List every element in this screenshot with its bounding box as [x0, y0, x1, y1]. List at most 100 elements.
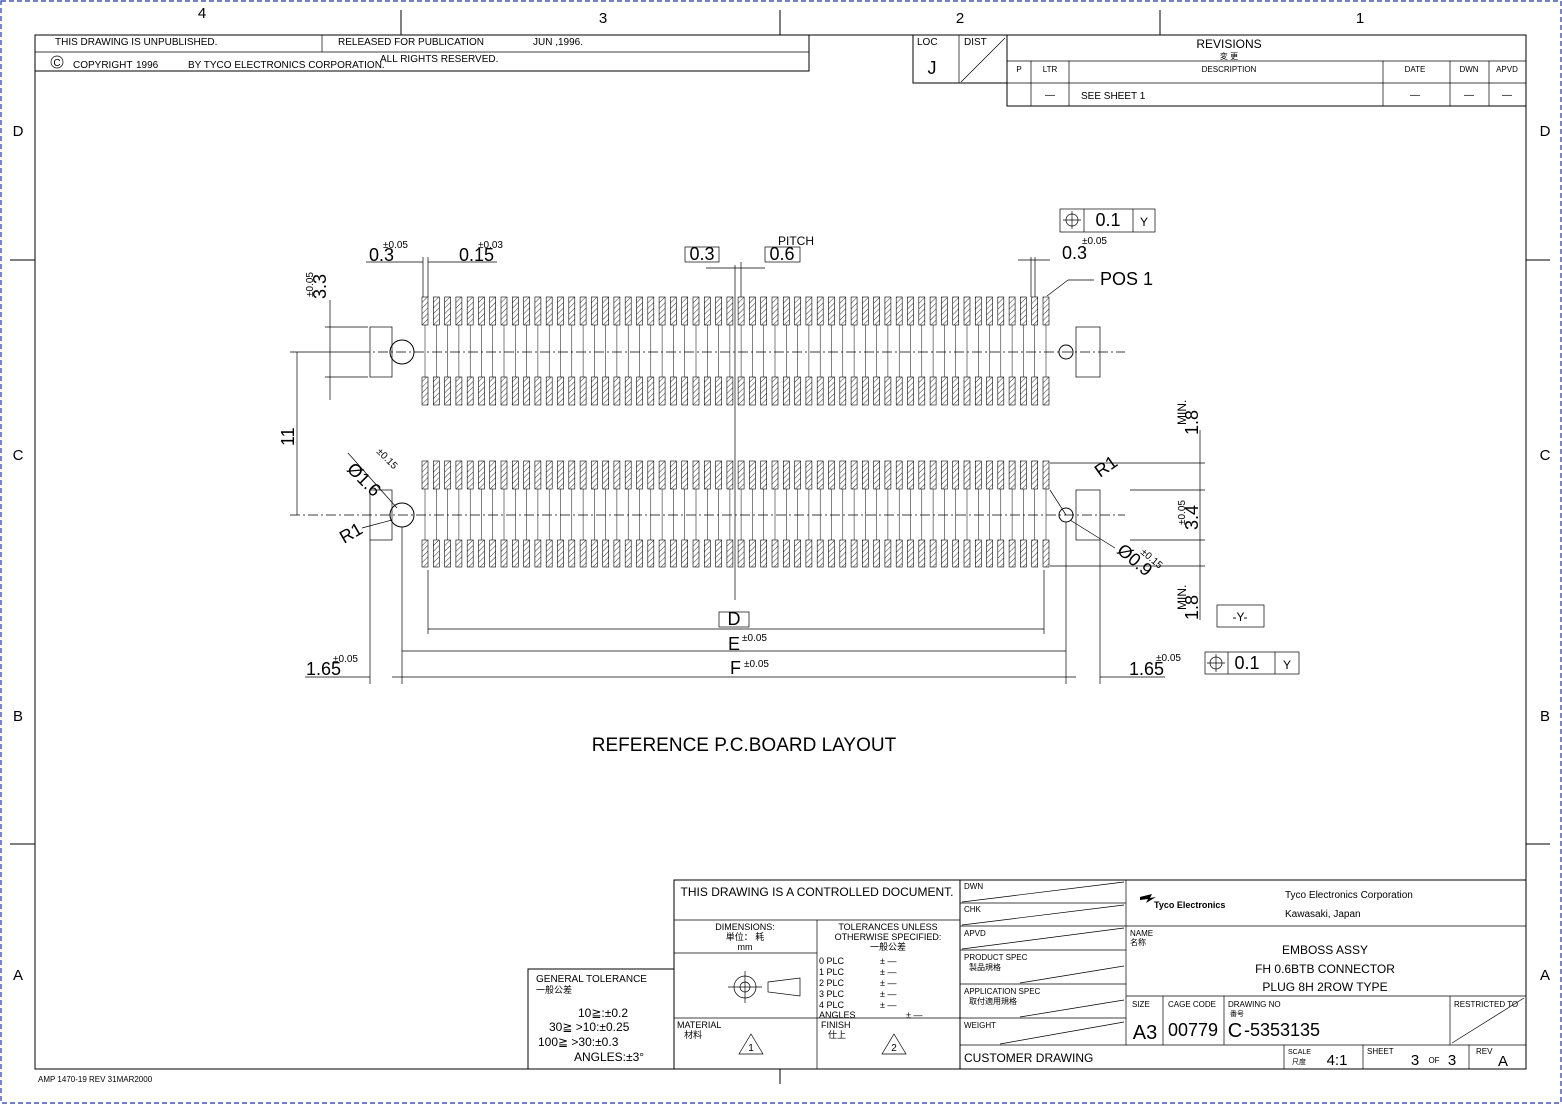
pad: [726, 376, 734, 406]
pad-row-1: [421, 296, 1050, 377]
dim-0-15: 0.15: [459, 245, 494, 265]
pad: [737, 539, 745, 568]
pad: [816, 539, 824, 568]
material-flag-number: 1: [748, 1043, 754, 1054]
plc-val-angles: ± —: [906, 1010, 922, 1020]
dim-r1-left: R1: [336, 519, 366, 548]
pad: [568, 460, 576, 490]
pad: [986, 296, 993, 326]
dim-0-3-top: 0.3: [369, 245, 394, 265]
pad: [997, 296, 1005, 326]
position-tolerance-icon: [1063, 211, 1081, 229]
footer-form-number: AMP 1470-19 REV 31MAR2000: [38, 1075, 153, 1084]
pad: [1042, 460, 1050, 490]
pad: [624, 539, 632, 568]
pad: [805, 460, 813, 490]
rev-col-dwn: DWN: [1459, 65, 1478, 74]
pad: [839, 460, 847, 490]
pad: [771, 376, 779, 406]
pad: [624, 296, 632, 326]
pad: [828, 376, 835, 406]
pad: [861, 376, 869, 406]
general-tolerance-box: [527, 968, 675, 1070]
pad: [534, 539, 542, 568]
pad: [715, 296, 722, 326]
otherwise-label: OTHERWISE SPECIFIED:: [835, 932, 942, 942]
plc-4: 4 PLC: [819, 1000, 845, 1010]
rev-date-value: —: [1410, 90, 1420, 101]
pad: [670, 539, 677, 568]
gt-row-2: 30≧ >10:±0.25: [549, 1020, 630, 1034]
controlled-document-note: THIS DRAWING IS A CONTROLLED DOCUMENT.: [681, 885, 954, 899]
pad: [828, 296, 835, 326]
pad: [647, 376, 655, 406]
sheet-number: 3: [1411, 1052, 1419, 1069]
pad: [647, 296, 655, 326]
tol-3-4: ±0.05: [1177, 500, 1188, 525]
pad: [895, 376, 903, 406]
zone-right-c: C: [1540, 447, 1551, 464]
pad: [500, 460, 508, 490]
rev-col-date: DATE: [1405, 65, 1426, 74]
pad: [816, 460, 824, 490]
pad: [500, 376, 508, 406]
position-tolerance-icon: [1207, 654, 1225, 672]
pad: [636, 460, 643, 490]
pad: [545, 539, 553, 568]
drawing-no-jp: 番号: [1230, 1010, 1244, 1018]
material-label: MATERIAL: [677, 1020, 721, 1030]
pad: [918, 296, 926, 326]
part-name-line-3: PLUG 8H 2ROW TYPE: [1262, 980, 1387, 994]
tol-e: ±0.05: [742, 633, 767, 644]
drawing-title: REFERENCE P.C.BOARD LAYOUT: [592, 735, 897, 756]
part-name-line-2: FH 0.6BTB CONNECTOR: [1255, 962, 1395, 976]
keepout-lower-right: [1075, 489, 1101, 541]
pad: [873, 539, 880, 568]
dim-3-3: 3.3: [310, 274, 330, 299]
pad: [1031, 460, 1038, 490]
pad: [534, 296, 542, 326]
pad: [1008, 460, 1016, 490]
pad: [613, 296, 621, 326]
pad: [1042, 376, 1050, 406]
pad: [681, 296, 689, 326]
plc-1: 1 PLC: [819, 967, 845, 977]
tolerances-label: TOLERANCES UNLESS: [838, 922, 937, 932]
pad: [681, 539, 689, 568]
pad: [500, 296, 508, 326]
pad: [1031, 376, 1038, 406]
pad: [929, 539, 937, 568]
pad: [873, 376, 880, 406]
pad: [557, 460, 564, 490]
rev-value: A: [1498, 1053, 1508, 1070]
general-tolerance-label: GENERAL TOLERANCE: [536, 974, 647, 985]
pos-1-label: POS 1: [1100, 269, 1153, 289]
loc-value: J: [928, 58, 937, 78]
dimensions-label: DIMENSIONS:: [715, 922, 775, 932]
pitch-basic-box-0-3: [684, 246, 720, 263]
pad: [478, 296, 485, 326]
dimensions-unit: mm: [738, 942, 753, 952]
pad: [963, 296, 971, 326]
fcf-bottom-value: 0.1: [1234, 653, 1259, 673]
restricted-to-label: RESTRICTED TO: [1454, 1000, 1518, 1009]
min-label-upper: MIN.: [1175, 400, 1189, 425]
hole-upper-left: [389, 339, 415, 365]
pad: [850, 539, 858, 568]
pad: [545, 460, 553, 490]
pad: [624, 376, 632, 406]
product-spec-jp: 製品規格: [969, 962, 1001, 972]
pad: [432, 296, 440, 326]
tol-0-3-right: ±0.05: [1082, 236, 1107, 247]
pad: [658, 376, 666, 406]
zone-left-c: C: [13, 447, 24, 464]
publication-header: THIS DRAWING IS UNPUBLISHED. RELEASED FO…: [34, 34, 810, 72]
pad: [952, 296, 960, 326]
pad: [692, 296, 700, 326]
pad: [1020, 539, 1027, 568]
company-logo-text: Tyco Electronics: [1154, 900, 1225, 910]
pad: [421, 460, 429, 490]
dim-e: E: [728, 634, 740, 654]
pad: [1031, 539, 1038, 568]
rev-label: REV: [1476, 1047, 1493, 1056]
